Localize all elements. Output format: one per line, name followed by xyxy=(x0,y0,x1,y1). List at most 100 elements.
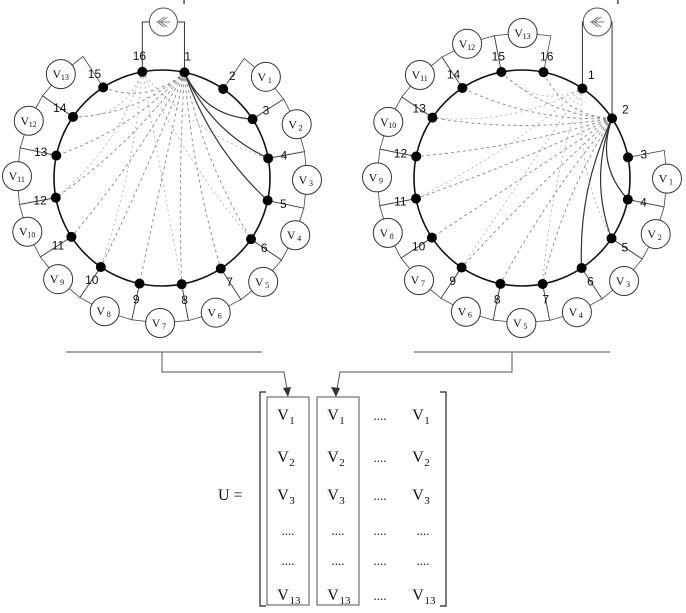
electrode-number: 14 xyxy=(447,68,461,82)
matrix-cell-value: V xyxy=(277,407,289,424)
electrode-dot xyxy=(134,278,145,289)
equipotential-line xyxy=(184,72,252,240)
voltmeter-label-subscript: 4 xyxy=(579,311,583,320)
electrode-number: 1 xyxy=(184,50,191,64)
electrode-number: 9 xyxy=(133,292,140,306)
voltmeter-label-subscript: 10 xyxy=(27,231,35,240)
electrode-dot xyxy=(623,152,634,163)
matrix-cell-subscript: 3 xyxy=(424,495,430,507)
electrode-dot xyxy=(67,111,78,122)
voltmeter-label: V xyxy=(369,170,378,184)
voltmeter-label-subscript: 8 xyxy=(390,232,394,241)
electrode-dot xyxy=(410,193,421,204)
voltmeter-circle xyxy=(13,105,44,136)
electrode-dot xyxy=(411,151,422,162)
electrode-number: 3 xyxy=(640,147,647,161)
current-flow-line xyxy=(55,71,143,199)
column-highlight-box xyxy=(266,396,310,606)
electrode-number: 16 xyxy=(540,49,554,63)
matrix-cell-value: V xyxy=(277,487,289,504)
voltmeter-label: V xyxy=(513,316,522,330)
electrode-dot xyxy=(606,233,617,244)
voltmeter-circle xyxy=(372,217,403,248)
voltmeter-circle xyxy=(450,296,481,327)
voltmeter-label: V xyxy=(514,26,523,40)
electrode-number: 5 xyxy=(280,197,287,211)
electrode-dot xyxy=(95,262,106,273)
voltmeter-circle xyxy=(200,297,231,328)
voltmeter-label-subscript: 1 xyxy=(268,76,272,85)
source-lead xyxy=(581,21,584,89)
matrix-cell-subscript: 1 xyxy=(289,415,295,427)
equipotential-line xyxy=(100,72,185,268)
voltmeter-circle xyxy=(404,265,435,296)
source-lead xyxy=(141,21,150,72)
matrix-cell-subscript: 1 xyxy=(424,415,430,427)
current-flow-line xyxy=(432,88,583,120)
electrode-dot xyxy=(263,153,274,164)
current-flow-line xyxy=(72,71,143,118)
voltmeter-label: V xyxy=(255,275,264,289)
current-flow-line xyxy=(415,88,583,199)
voltmeter-label: V xyxy=(380,115,389,129)
voltmeter-label: V xyxy=(288,117,297,131)
equipotential-line xyxy=(542,118,613,285)
voltmeter-circle xyxy=(404,60,435,91)
voltmeter-label: V xyxy=(52,67,61,81)
voltmeter-circle xyxy=(291,164,322,195)
electrode-number: 13 xyxy=(413,102,427,116)
voltmeter-label-subscript: 6 xyxy=(468,311,472,320)
electrode-number: 8 xyxy=(494,293,501,307)
left-arrow-line xyxy=(161,352,289,396)
body-boundary xyxy=(53,69,271,287)
equipotential-line xyxy=(432,117,613,126)
electrode-dot xyxy=(262,195,273,206)
electrode-number: 6 xyxy=(587,274,594,288)
voltmeter-label-subscript: 5 xyxy=(523,322,527,331)
matrix-cell-value: V xyxy=(277,587,289,604)
current-flow-line xyxy=(542,88,583,285)
voltmeter-circle xyxy=(507,18,538,49)
matrix-cell-subscript: 2 xyxy=(339,457,345,469)
matrix-cell-ellipsis: .... xyxy=(417,523,430,538)
electrode-dot xyxy=(456,262,467,273)
voltmeter-label: V xyxy=(659,172,668,186)
electrode-number: 7 xyxy=(542,293,549,307)
voltmeter-label: V xyxy=(207,306,216,320)
current-flow-line xyxy=(141,71,183,285)
equipotential-line xyxy=(461,118,613,268)
electrode-number: 13 xyxy=(34,145,48,159)
voltmeter-label: V xyxy=(299,173,308,187)
voltmeter-label-subscript: 5 xyxy=(265,281,269,290)
electrode-number: 4 xyxy=(640,196,647,210)
voltmeter-label: V xyxy=(50,272,59,286)
voltmeter-label-subscript: 2 xyxy=(299,123,303,132)
matrix-cell-ellipsis: .... xyxy=(282,553,295,568)
matrix-cell-subscript: 2 xyxy=(289,457,295,469)
equipotential-line xyxy=(72,72,185,118)
voltmeter-label: V xyxy=(9,169,18,183)
electrode-dot xyxy=(98,82,109,93)
voltmeter-label: V xyxy=(569,305,578,319)
matrix-cell-value: V xyxy=(327,587,339,604)
equipotential-line xyxy=(462,87,613,120)
voltmeter-label: V xyxy=(19,225,28,239)
equipotential-line xyxy=(415,117,613,200)
matrix-cell-subscript: 13 xyxy=(340,595,352,607)
voltmeter-label: V xyxy=(459,37,468,51)
voltmeter-circle xyxy=(651,163,682,194)
matrix-cell-ellipsis: .... xyxy=(374,523,387,538)
matrix-cell-subscript: 13 xyxy=(425,595,437,607)
voltmeter-label-subscript: 12 xyxy=(467,43,475,52)
current-source-label: I xyxy=(182,0,185,7)
voltmeter-label-subscript: 2 xyxy=(658,233,662,242)
arrow-icon xyxy=(590,16,605,28)
electrode-number: 14 xyxy=(53,101,67,115)
electrode-dot xyxy=(496,66,507,77)
electrode-number: 7 xyxy=(226,275,233,289)
electrode-number: 15 xyxy=(88,67,102,81)
voltmeter-circle xyxy=(145,307,176,338)
